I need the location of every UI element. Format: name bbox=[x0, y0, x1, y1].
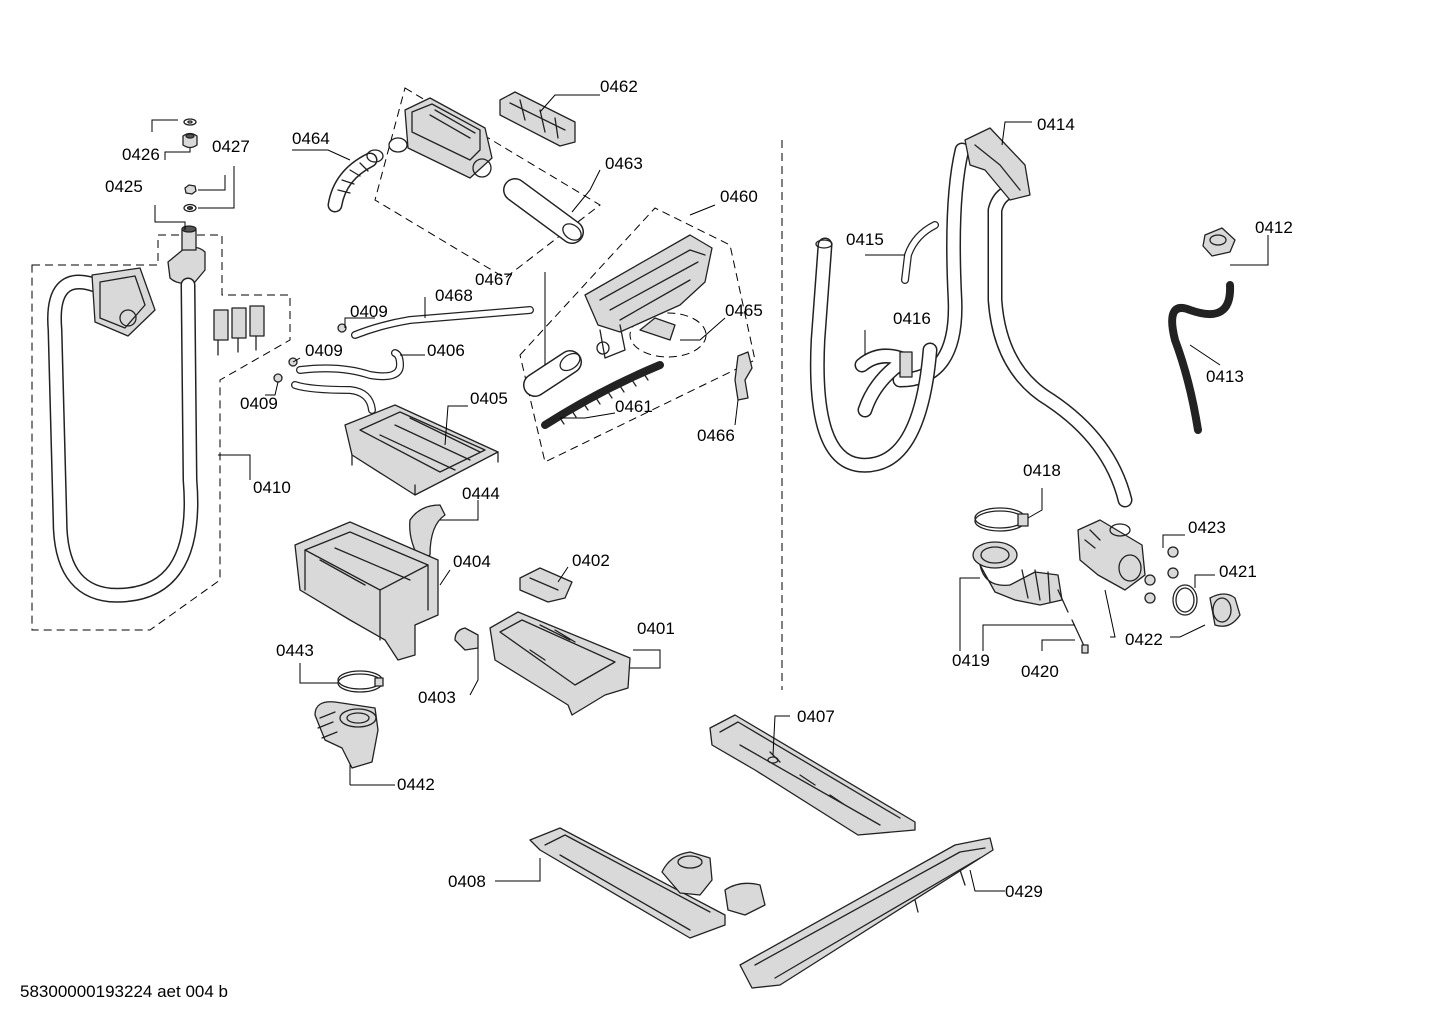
part-0419-sump-bellows bbox=[972, 541, 1069, 613]
label-0410: 0410 bbox=[253, 478, 291, 497]
leader-lines bbox=[151, 94, 1269, 892]
label-0463: 0463 bbox=[605, 154, 643, 173]
label-0407: 0407 bbox=[797, 707, 835, 726]
label-0443: 0443 bbox=[276, 641, 314, 660]
part-0463-tube bbox=[503, 178, 584, 244]
part-0412-pressure-switch bbox=[1202, 227, 1236, 257]
label-0409-a: 0409 bbox=[350, 302, 388, 321]
label-0426: 0426 bbox=[122, 145, 160, 164]
part-0443-clamp bbox=[337, 670, 384, 693]
label-0425: 0425 bbox=[105, 177, 143, 196]
label-0427: 0427 bbox=[212, 137, 250, 156]
label-0465: 0465 bbox=[725, 301, 763, 320]
label-0405: 0405 bbox=[470, 389, 508, 408]
label-0418: 0418 bbox=[1023, 461, 1061, 480]
label-0423: 0423 bbox=[1188, 518, 1226, 537]
label-0467: 0467 bbox=[475, 270, 513, 289]
label-0419: 0419 bbox=[952, 651, 990, 670]
part-drain-pump bbox=[1077, 519, 1146, 591]
part-0413-pressure-hose bbox=[1168, 281, 1235, 434]
part-0401-detergent-drawer bbox=[489, 611, 631, 716]
label-0404: 0404 bbox=[453, 552, 491, 571]
label-0421: 0421 bbox=[1219, 562, 1257, 581]
part-0464-bellows-hose bbox=[327, 149, 384, 213]
label-0420: 0420 bbox=[1021, 662, 1059, 681]
label-0406: 0406 bbox=[427, 341, 465, 360]
part-0466-clip bbox=[734, 351, 753, 401]
part-0415-hose bbox=[809, 221, 939, 473]
label-0408: 0408 bbox=[448, 872, 486, 891]
part-0460-dispenser-frame bbox=[584, 234, 713, 359]
part-0468-hose bbox=[351, 306, 534, 339]
part-0442-elbow-bellows bbox=[314, 701, 379, 769]
part-0462-bracket bbox=[499, 91, 576, 147]
part-0425-inlet-valve-block bbox=[167, 225, 206, 284]
label-0409-c: 0409 bbox=[240, 394, 278, 413]
part-0408-base-plate bbox=[529, 827, 766, 939]
drawing-reference-footer: 58300000193224 aet 004 b bbox=[20, 982, 228, 1001]
label-0422: 0422 bbox=[1125, 630, 1163, 649]
part-0444-flap bbox=[409, 504, 446, 561]
label-0401: 0401 bbox=[637, 619, 675, 638]
part-0406-hoses bbox=[291, 349, 404, 414]
part-0418-clamp bbox=[974, 507, 1029, 532]
part-0429-bottom-rail bbox=[739, 837, 994, 989]
label-0402: 0402 bbox=[572, 551, 610, 570]
part-inlet-valve-coils bbox=[213, 305, 265, 356]
label-0442: 0442 bbox=[397, 775, 435, 794]
part-0421-filter bbox=[1172, 584, 1241, 627]
part-0423-seals bbox=[1144, 546, 1179, 604]
part-0461-spring-hose bbox=[541, 361, 664, 429]
label-0403: 0403 bbox=[418, 688, 456, 707]
label-0468: 0468 bbox=[435, 286, 473, 305]
part-0407-rail bbox=[709, 714, 916, 836]
part-0416-y-hose bbox=[854, 348, 913, 418]
label-0462: 0462 bbox=[600, 77, 638, 96]
part-0427-nut bbox=[183, 184, 197, 213]
label-0464: 0464 bbox=[292, 129, 330, 148]
label-0412: 0412 bbox=[1255, 218, 1293, 237]
label-0466: 0466 bbox=[697, 426, 735, 445]
label-0461: 0461 bbox=[615, 397, 653, 416]
label-0414: 0414 bbox=[1037, 115, 1075, 134]
part-0404-dispenser-housing bbox=[294, 521, 439, 661]
label-0409-b: 0409 bbox=[305, 341, 343, 360]
part-0426-washer bbox=[182, 118, 198, 149]
label-0444: 0444 bbox=[462, 484, 500, 503]
part-0403-cap bbox=[454, 627, 479, 651]
part-0467-tube bbox=[523, 350, 582, 397]
label-0416: 0416 bbox=[893, 309, 931, 328]
part-0414-drain-hose bbox=[892, 127, 1133, 508]
label-0413: 0413 bbox=[1206, 367, 1244, 386]
label-0415: 0415 bbox=[846, 230, 884, 249]
part-dispenser-top-housing bbox=[388, 97, 493, 179]
label-0429: 0429 bbox=[1005, 882, 1043, 901]
label-0460: 0460 bbox=[720, 187, 758, 206]
part-0410-inlet-hose bbox=[47, 267, 199, 603]
part-0409-clamps bbox=[273, 323, 347, 383]
part-0402-insert bbox=[519, 567, 573, 603]
part-0405-dispenser-tray-frame bbox=[344, 404, 499, 496]
